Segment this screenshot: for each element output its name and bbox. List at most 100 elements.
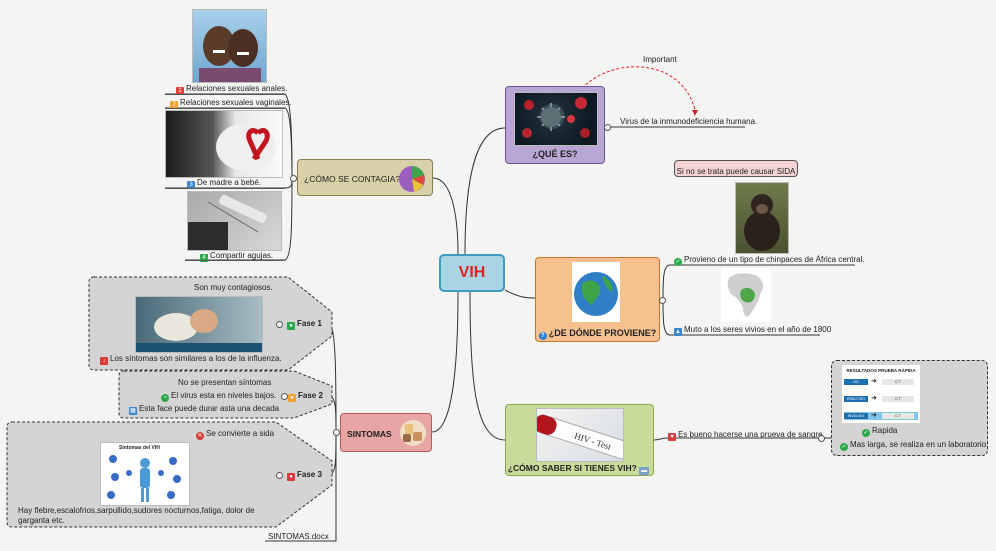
fase3-symptoms-poster: Síntomas del VIH: [100, 442, 190, 506]
topic-de-donde[interactable]: ?¿DE DÓNDE PROVIENE?: [535, 257, 660, 342]
divider: [165, 108, 285, 109]
fase2-note[interactable]: No se presentan síntomas: [178, 378, 272, 387]
rapid-row-label: INVÁLIDO: [844, 413, 868, 419]
rapid-row-label: REACTIVO: [844, 396, 868, 402]
needles-image: [187, 191, 282, 251]
chimpanzee-icon: [744, 194, 780, 251]
africa-map-icon: [727, 273, 764, 317]
heart-icon: ♥: [668, 433, 676, 441]
fase2-line2[interactable]: ▦Esta face puede durar asta una decada: [129, 404, 280, 415]
test-results-group: RESULTADOS PRUEBA RÁPIDA NO REACTIVO ➜ C…: [831, 360, 988, 456]
test-laboratorio[interactable]: ✓Mas larga, se realiza en un laboratorio…: [840, 440, 989, 451]
rapid-row-label: NO REACTIVO: [844, 379, 868, 390]
red-ribbon-icon: [216, 123, 276, 171]
pregnant-ribbon-image: [165, 110, 283, 178]
check-icon: ✓: [862, 429, 870, 437]
topic-que-es[interactable]: ¿QUÉ ES?: [505, 86, 605, 164]
cross-icon: ✕: [196, 432, 204, 440]
callout-sida-text: Si no se trata puede causar SIDA: [676, 167, 796, 176]
topic-contagia-label: ¿CÓMO SE CONTAGIA?: [304, 174, 401, 184]
topic-que-es-label: ¿QUÉ ES?: [532, 149, 578, 159]
de-donde-item1[interactable]: ✓Provieno de un tipo de chinpaces de Áfr…: [674, 255, 865, 266]
couple-image: [192, 9, 267, 83]
clock-icon: ◔: [161, 394, 169, 402]
topic-sintomas[interactable]: SINTOMAS: [340, 413, 432, 452]
fase1-note[interactable]: Son muy contagiosos.: [194, 283, 273, 292]
number-1-icon: 1: [176, 87, 184, 95]
como-saber-collapse-dot[interactable]: [818, 435, 825, 442]
person-icon: ●: [287, 473, 295, 481]
syringe-icon: [188, 194, 267, 250]
check-icon: ✓: [674, 258, 682, 266]
callout-sida[interactable]: Si no se trata puede causar SIDA: [674, 160, 798, 177]
rapid-row-1: NO REACTIVO ➜ C T: [844, 378, 918, 390]
thermometer-icon: ↓: [100, 357, 108, 365]
poster-title: Síntomas del VIH: [119, 445, 160, 451]
central-topic-label: VIH: [458, 264, 486, 281]
divider: [165, 188, 285, 189]
topic-contagia[interactable]: ¿CÓMO SE CONTAGIA?: [297, 159, 433, 196]
sick-person-icon: [136, 309, 262, 352]
check-icon: ✓: [840, 443, 848, 451]
fase2-boundary: [118, 370, 333, 419]
fase3-dot[interactable]: [276, 472, 283, 479]
fase3-label[interactable]: ●Fase 3: [287, 470, 322, 481]
hands-icon: [400, 420, 426, 446]
arrow-icon: ➜: [871, 378, 877, 385]
fase1-label[interactable]: ●Fase 1: [287, 319, 322, 330]
fase3-note[interactable]: ✕Se convierte a sida: [196, 429, 275, 440]
rapid-row-2: REACTIVO ➜ C T: [844, 395, 918, 403]
que-es-collapse-dot[interactable]: [604, 124, 611, 131]
number-3-icon: 3: [187, 181, 195, 189]
de-donde-collapse-dot[interactable]: [659, 297, 666, 304]
fase2-line1[interactable]: ◔El virus esta en niveles bajos.: [161, 391, 276, 402]
number-2-icon: 2: [170, 101, 178, 109]
rapid-row-3: INVÁLIDO ➜ C T: [844, 412, 918, 420]
globe-image: [572, 262, 620, 322]
topic-sintomas-label: SINTOMAS: [347, 429, 392, 439]
person-icon: ▲: [674, 328, 682, 336]
topic-como-saber[interactable]: HIV - Test ¿CÓMO SABER SI TIENES VIH? ▬: [505, 404, 654, 476]
rapid-test-results-image: RESULTADOS PRUEBA RÁPIDA NO REACTIVO ➜ C…: [842, 365, 920, 423]
relation-label[interactable]: Important: [641, 55, 679, 65]
globe-icon: [574, 272, 618, 316]
blood-test-image: HIV - Test: [536, 408, 624, 462]
de-donde-item2[interactable]: ▲Muto a los seres vivios en el año de 18…: [674, 325, 832, 336]
topic-como-saber-label: ¿CÓMO SABER SI TIENES VIH? ▬: [507, 463, 650, 475]
africa-map-image: [721, 268, 771, 322]
fase2-label[interactable]: ●Fase 2: [288, 391, 323, 402]
topic-de-donde-label: ?¿DE DÓNDE PROVIENE?: [536, 328, 659, 340]
virus-image: [514, 92, 598, 146]
como-saber-child[interactable]: ♥Es bueno hacerse una prueva de sangre.: [668, 430, 825, 441]
person-icon: ●: [288, 394, 296, 402]
fase3-text[interactable]: Hay flebre,escalofrios,sarpullido,sudore…: [18, 506, 255, 525]
test-rapida[interactable]: ✓Rapida: [862, 426, 898, 437]
que-es-child[interactable]: Virus de la inmunodeficiencia humana.: [620, 117, 758, 126]
pie-chart-icon: [399, 166, 425, 192]
chimpanzee-image: [735, 182, 789, 254]
arrow-icon: ➜: [871, 412, 877, 419]
rapid-test-title: RESULTADOS PRUEBA RÁPIDA: [846, 368, 916, 373]
person-icon: ●: [287, 322, 295, 330]
fase1-text[interactable]: ↓Los síntomas son similares a los de la …: [100, 354, 282, 365]
test-tube-icon: HIV - Test: [537, 414, 623, 460]
rapid-strip: C T: [882, 413, 914, 419]
fase1-dot[interactable]: [276, 321, 283, 328]
contagia-collapse-dot[interactable]: [290, 175, 297, 182]
sintomas-collapse-dot[interactable]: [333, 429, 340, 436]
virus-icon: [522, 97, 590, 138]
fase1-sick-person-image: [135, 296, 263, 353]
card-icon: ▬: [639, 467, 650, 475]
fase2-dot[interactable]: [281, 393, 288, 400]
rapid-strip: C T: [882, 396, 914, 402]
sintomas-attachment[interactable]: SINTOMAS.docx: [268, 532, 329, 541]
arrow-icon: ➜: [871, 395, 877, 402]
calendar-icon: ▦: [129, 407, 137, 415]
rapid-strip: C T: [882, 379, 914, 385]
central-topic[interactable]: VIH: [439, 254, 505, 292]
